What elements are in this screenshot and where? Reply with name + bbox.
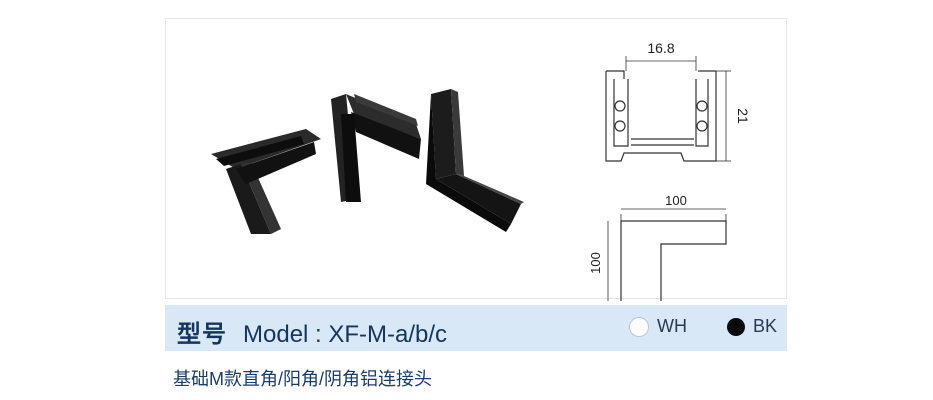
product-image-frame: 16.8 21 100 100 bbox=[165, 18, 787, 301]
dim-corner-width: 100 bbox=[665, 193, 687, 208]
technical-drawing: 16.8 21 100 100 bbox=[588, 40, 751, 301]
profile-section bbox=[605, 56, 731, 162]
connector-photo bbox=[211, 89, 524, 234]
connector-a bbox=[211, 129, 321, 234]
color-option-bk[interactable]: BK bbox=[726, 316, 777, 337]
dim-profile-height: 21 bbox=[735, 108, 751, 124]
model-title: 型号 Model : XF-M-a/b/c bbox=[177, 314, 447, 349]
product-description: 基础M款直角/阳角/阴角铝连接头 bbox=[173, 369, 432, 389]
model-label: 型号 bbox=[177, 321, 227, 348]
color-options: WH BK bbox=[589, 316, 777, 337]
model-number: Model : XF-M-a/b/c bbox=[243, 321, 448, 348]
connector-c bbox=[426, 89, 524, 232]
dim-profile-width: 16.8 bbox=[647, 40, 674, 56]
connector-b bbox=[331, 94, 421, 202]
corner-outline bbox=[607, 208, 727, 301]
model-band: 型号 Model : XF-M-a/b/c WH BK bbox=[165, 305, 787, 351]
color-code-wh: WH bbox=[656, 316, 687, 336]
color-code-bk: BK bbox=[752, 316, 777, 336]
black-swatch-icon bbox=[726, 317, 745, 336]
dim-corner-height: 100 bbox=[588, 252, 603, 274]
color-option-wh[interactable]: WH bbox=[628, 316, 687, 337]
white-swatch-icon bbox=[628, 316, 649, 337]
